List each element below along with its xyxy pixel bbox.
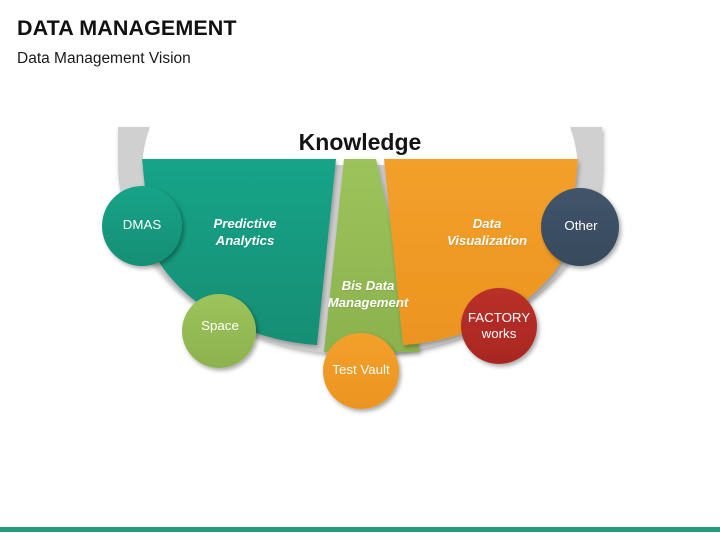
segment-predictive-analytics[interactable]: [142, 159, 336, 345]
segment-data-visualization[interactable]: [384, 159, 578, 345]
node-dmas[interactable]: [102, 186, 182, 266]
node-other[interactable]: [541, 188, 619, 266]
page-subtitle: Data Management Vision: [17, 50, 191, 67]
diagram-nodes: [102, 186, 619, 409]
node-factory-works[interactable]: [461, 288, 537, 364]
footer-accent-bar: [0, 527, 720, 532]
segment-bis-data-management[interactable]: [324, 159, 420, 352]
page-title: DATA MANAGEMENT: [17, 16, 237, 40]
segment-wedges: [142, 159, 578, 352]
node-space[interactable]: [182, 294, 256, 368]
node-test-vault[interactable]: [323, 333, 399, 409]
